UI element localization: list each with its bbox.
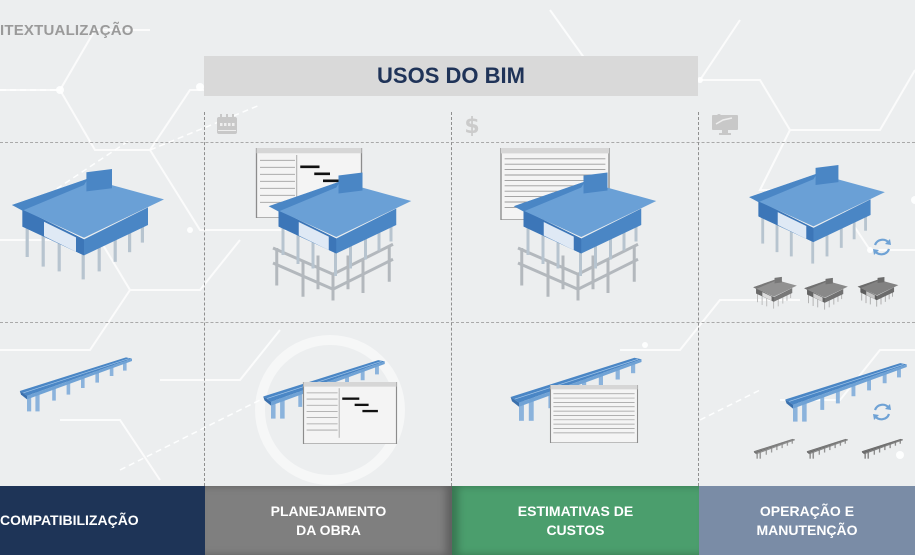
page-title: USOS DO BIM <box>377 63 525 88</box>
title-banner: USOS DO BIM <box>204 56 698 96</box>
tab-operacao-label: OPERAÇÃO E MANUTENÇÃO <box>756 502 858 538</box>
section-title: ITEXTUALIZAÇÃO <box>0 22 134 39</box>
operacao-house-variant-1 <box>752 275 798 311</box>
grid-line-horizontal-middle <box>0 322 915 323</box>
operacao-bridge-variant-3 <box>860 436 904 462</box>
tab-compatibilizacao[interactable]: COMPATIBILIZAÇÃO <box>0 486 205 555</box>
operacao-bridge-variant-2 <box>805 436 849 462</box>
refresh-cycle-icon <box>870 235 894 259</box>
tab-estimativas-label: ESTIMATIVAS DE CUSTOS <box>517 502 634 538</box>
tab-estimativas-de-custos[interactable]: ESTIMATIVAS DE CUSTOS <box>452 486 699 555</box>
grid-line-horizontal-top <box>0 142 915 143</box>
tab-compatibilizacao-label: COMPATIBILIZAÇÃO <box>0 512 139 528</box>
operacao-house-variant-3 <box>855 277 901 307</box>
estimativas-house-model <box>510 170 660 280</box>
operacao-house-variant-2 <box>803 275 849 313</box>
dollar-icon: $ <box>464 114 479 136</box>
tab-planejamento-da-obra[interactable]: PLANEJAMENTO DA OBRA <box>205 486 452 555</box>
compatibilizacao-bridge-model <box>15 345 135 425</box>
operacao-bridge-model <box>780 348 910 438</box>
bim-uses-category-bar: COMPATIBILIZAÇÃO PLANEJAMENTO DA OBRA ES… <box>0 486 915 555</box>
grid-line-vertical-1 <box>204 112 205 486</box>
compatibilizacao-house-model <box>8 165 168 285</box>
monitor-icon <box>712 114 738 135</box>
tab-operacao-e-manutencao[interactable]: OPERAÇÃO E MANUTENÇÃO <box>699 486 915 555</box>
refresh-cycle-icon-bridge <box>870 400 894 424</box>
svg-text:$: $ <box>464 114 479 136</box>
planejamento-gantt-window-bridge <box>300 382 400 444</box>
estimativas-cost-sheet-window-bridge <box>548 385 640 443</box>
planejamento-house-model <box>265 170 415 280</box>
grid-line-vertical-2 <box>451 112 452 486</box>
calendar-icon <box>217 114 237 134</box>
grid-line-vertical-3 <box>698 112 699 486</box>
operacao-bridge-variant-1 <box>752 436 796 462</box>
tab-planejamento-label: PLANEJAMENTO DA OBRA <box>270 502 387 538</box>
